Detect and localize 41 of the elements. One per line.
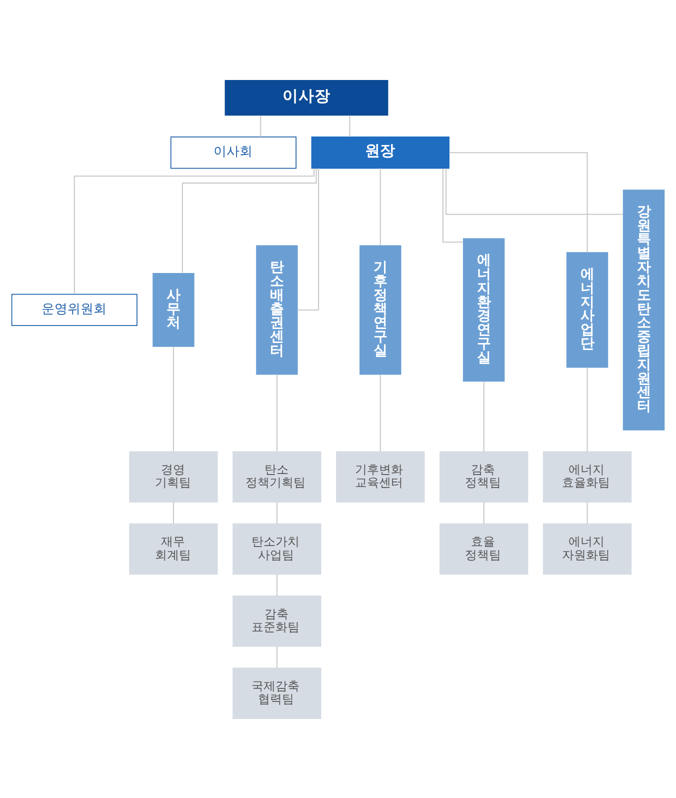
connector	[276, 574, 278, 596]
node-box: 감축 표준화팀	[232, 595, 322, 646]
connector	[172, 502, 174, 524]
connector	[586, 366, 588, 452]
node-box: 이사장	[224, 80, 388, 116]
connector	[483, 502, 484, 524]
connector	[260, 115, 262, 136]
node-box: 국제감축 협력팀	[232, 667, 322, 718]
node-box: 재무 회계팀	[129, 522, 218, 574]
node-box: 이사회	[170, 136, 296, 168]
connector	[276, 646, 278, 668]
connector	[276, 502, 278, 524]
node-box: 탄소가치 사업팀	[232, 522, 322, 574]
connector	[483, 380, 484, 452]
node-box: 운영위원회	[11, 293, 138, 326]
connector	[445, 168, 623, 214]
connector	[172, 346, 174, 451]
node-box: 경영 기획팀	[129, 450, 218, 502]
node-box: 에너지환경연구실	[462, 238, 505, 382]
connector	[586, 502, 588, 524]
node-box: 강원특별자치도탄소중립지원센터	[622, 189, 665, 430]
node-box: 탄소 정책기획팀	[232, 450, 322, 502]
connector	[182, 168, 317, 273]
node-box: 사무처	[152, 272, 194, 346]
connector	[442, 168, 464, 242]
node-box: 감축 정책팀	[439, 450, 528, 502]
node-box: 에너지 효율화팀	[542, 450, 632, 502]
node-box: 에너지 자원화팀	[542, 522, 632, 574]
connector	[380, 374, 381, 451]
node-box: 에너지사업단	[566, 252, 608, 368]
connector	[349, 115, 350, 136]
node-box: 기후변화 교육센터	[336, 450, 425, 502]
node-box: 원장	[311, 136, 450, 168]
node-box: 기후정책연구실	[360, 244, 402, 374]
connector	[74, 168, 314, 294]
connector	[276, 374, 278, 451]
connector	[449, 152, 588, 252]
connector	[298, 168, 320, 310]
node-box: 탄소배출권센터	[256, 244, 298, 374]
node-box: 효율 정책팀	[439, 522, 528, 574]
connector	[380, 168, 381, 245]
